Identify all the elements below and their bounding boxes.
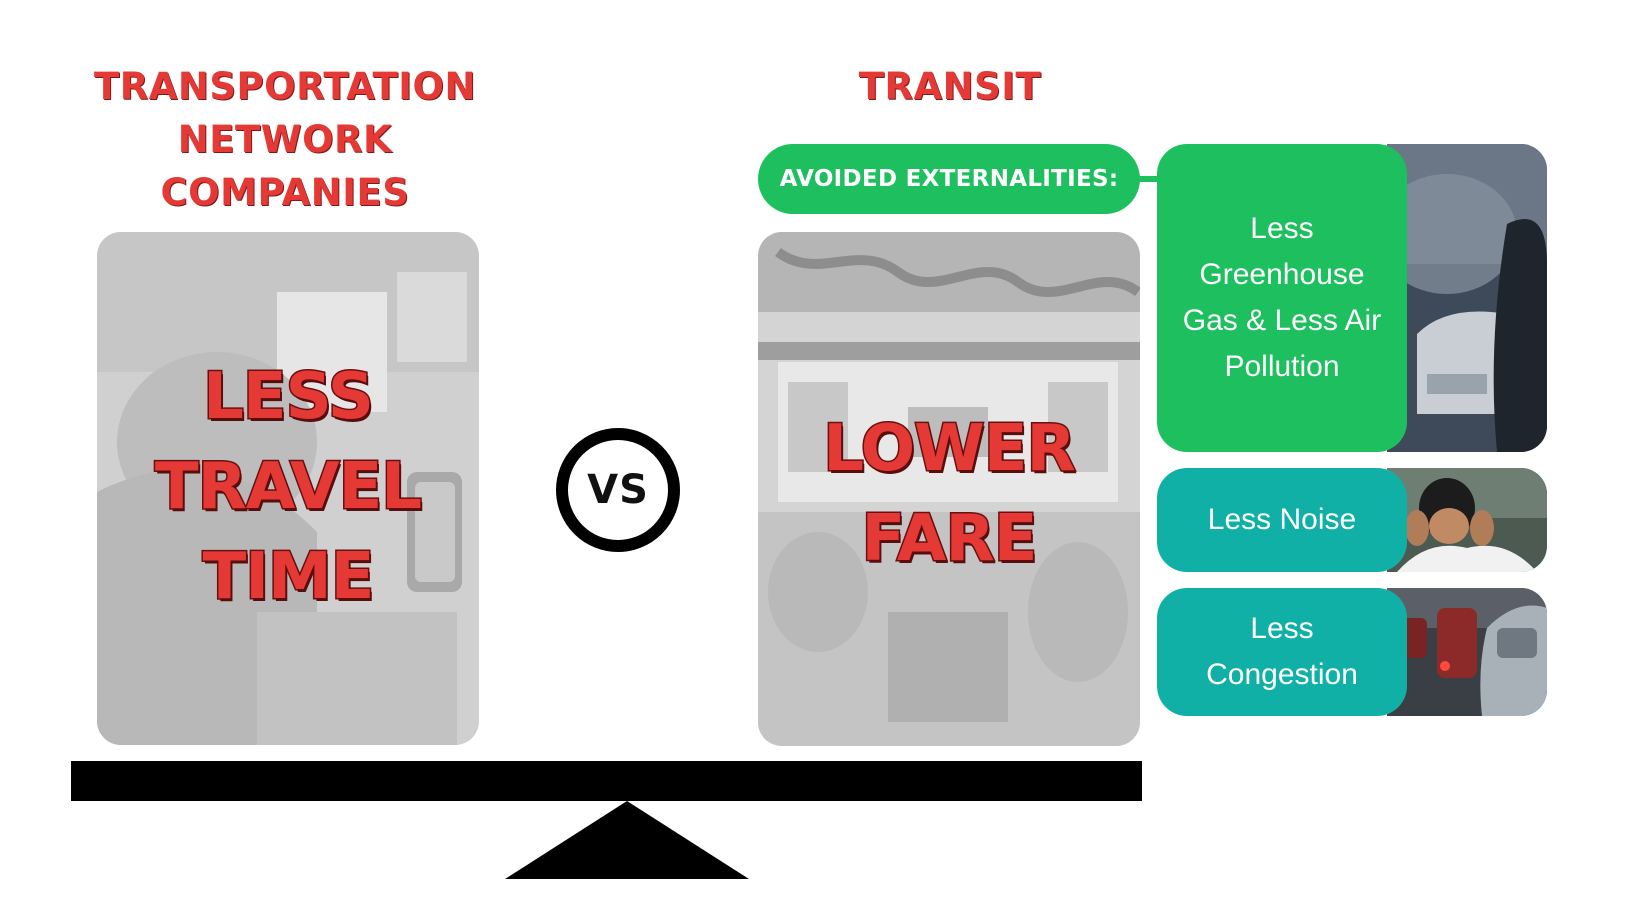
externality-noise-card: Less Noise: [1157, 468, 1547, 572]
rideshare-car-interior-image: [97, 232, 479, 745]
pill-connector: [1138, 176, 1160, 182]
externality-greenhouse-label: Less Greenhouse Gas & Less Air Pollution: [1157, 144, 1407, 452]
traffic-exhaust-image: [1387, 144, 1547, 452]
tnc-heading: TRANSPORTATION NETWORK COMPANIES: [60, 60, 510, 219]
vs-circle: VS: [556, 428, 680, 552]
transit-photo-card: LOWER FARE: [758, 232, 1140, 746]
traffic-jam-image: [1387, 588, 1547, 716]
externality-greenhouse-card: Less Greenhouse Gas & Less Air Pollution: [1157, 144, 1547, 452]
bus-interior-image: [758, 232, 1140, 746]
person-covering-ears-image: [1387, 468, 1547, 572]
tnc-benefit-text: LESS TRAVEL TIME: [153, 359, 423, 616]
transit-heading: TRANSIT: [760, 60, 1140, 113]
externality-congestion-label: Less Congestion: [1157, 588, 1407, 716]
tnc-heading-text: TRANSPORTATION NETWORK COMPANIES: [94, 65, 476, 214]
balance-beam: [71, 761, 1142, 801]
externality-congestion-card: Less Congestion: [1157, 588, 1547, 716]
transit-benefit-text: LOWER FARE: [822, 411, 1078, 578]
tnc-photo-card: LESS TRAVEL TIME: [97, 232, 479, 745]
vs-label: VS: [587, 467, 649, 513]
externality-noise-label: Less Noise: [1157, 468, 1407, 572]
avoided-externalities-label: AVOIDED EXTERNALITIES:: [779, 166, 1119, 192]
avoided-externalities-pill: AVOIDED EXTERNALITIES:: [758, 144, 1140, 214]
balance-fulcrum: [505, 801, 749, 879]
transit-heading-text: TRANSIT: [858, 65, 1042, 108]
